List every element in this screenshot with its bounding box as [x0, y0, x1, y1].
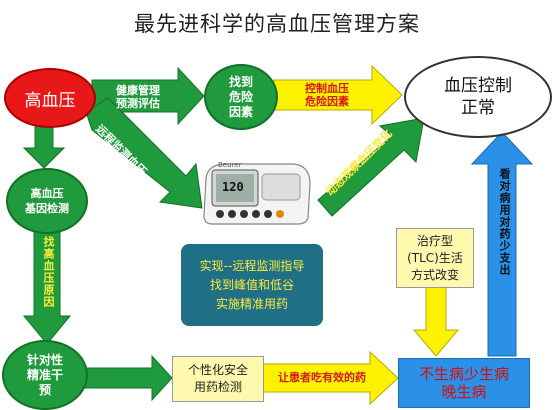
node-targeted-line1: 针对性	[26, 352, 63, 367]
bp-monitor-image: 120 Beurer	[198, 158, 314, 228]
label-health-mgmt: 健康管理 预测评估	[102, 84, 174, 110]
bp-monitor-brand: Beurer	[218, 161, 242, 169]
arrow-find-cause	[22, 231, 72, 345]
label-less-spending: 看对病用对药少支出	[498, 168, 511, 276]
node-outcome-line1: 不生病少生病	[418, 365, 509, 383]
arrow-dynamic-observe	[317, 117, 425, 217]
arrow-less-spending	[470, 131, 534, 357]
label-health-mgmt-line2: 预测评估	[116, 97, 160, 110]
node-personal-line2: 用药检测	[193, 380, 242, 394]
bp-monitor-icon	[203, 163, 311, 225]
node-tlc-line2: (TLC)生活	[407, 250, 463, 265]
node-tlc-line3: 方式改变	[410, 267, 459, 282]
node-tlc: 治疗型 (TLC)生活 方式改变	[396, 228, 474, 288]
label-control-risk: 控制血压 危险因素	[290, 82, 364, 108]
node-remote-guidance: 实现--远程监测指导 找到峰值和低谷 实施精准用药	[181, 244, 323, 326]
label-find-cause: 找高血压原因	[42, 236, 55, 308]
arrow-targeted-to-personal	[83, 354, 173, 402]
node-find-risk-line3: 因素	[228, 104, 253, 119]
node-bp-normal-line1: 血压控制	[444, 76, 512, 96]
node-hypertension-label: 高血压	[24, 90, 76, 111]
node-bp-normal-line2: 正常	[461, 98, 495, 118]
arrow-remote-monitor	[85, 97, 203, 209]
node-targeted: 针对性 精准干 预	[2, 340, 88, 410]
node-gene-test-line2: 基因检测	[25, 202, 69, 215]
node-gene-test: 高血压 基因检测	[6, 168, 88, 234]
node-remote-line1: 实现--远程监测指导	[199, 258, 305, 273]
arrow-control-risk	[273, 64, 403, 126]
label-health-mgmt-line1: 健康管理	[116, 84, 160, 97]
node-outcome: 不生病少生病 晚生病	[398, 358, 530, 408]
label-control-risk-line1: 控制血压	[305, 82, 349, 95]
bp-monitor-reading: 120	[222, 180, 244, 194]
node-outcome-line2: 晚生病	[441, 383, 487, 401]
node-hypertension: 高血压	[4, 68, 96, 128]
node-personal-line1: 个性化安全	[187, 363, 248, 377]
arrow-to-gene	[22, 124, 66, 169]
label-effective-med: 让患者吃有效的药	[278, 371, 366, 384]
node-targeted-line2: 精准干	[26, 367, 63, 382]
node-find-risk: 找到 危险 因素	[204, 64, 278, 130]
node-tlc-line1: 治疗型	[416, 233, 453, 248]
node-find-risk-line2: 危险	[228, 89, 253, 104]
node-personal-med: 个性化安全 用药检测	[172, 356, 264, 402]
node-bp-normal: 血压控制 正常	[404, 56, 552, 138]
node-gene-test-line1: 高血压	[30, 187, 64, 200]
node-remote-line3: 实施精准用药	[215, 296, 288, 311]
node-remote-line2: 找到峰值和低谷	[209, 277, 294, 292]
page-title: 最先进科学的高血压管理方案	[134, 12, 420, 36]
node-targeted-line3: 预	[38, 382, 51, 397]
node-find-risk-line1: 找到	[228, 74, 253, 89]
arrow-effective-med	[261, 350, 399, 406]
label-control-risk-line2: 危险因素	[305, 95, 349, 108]
arrow-tlc-down	[412, 285, 460, 357]
